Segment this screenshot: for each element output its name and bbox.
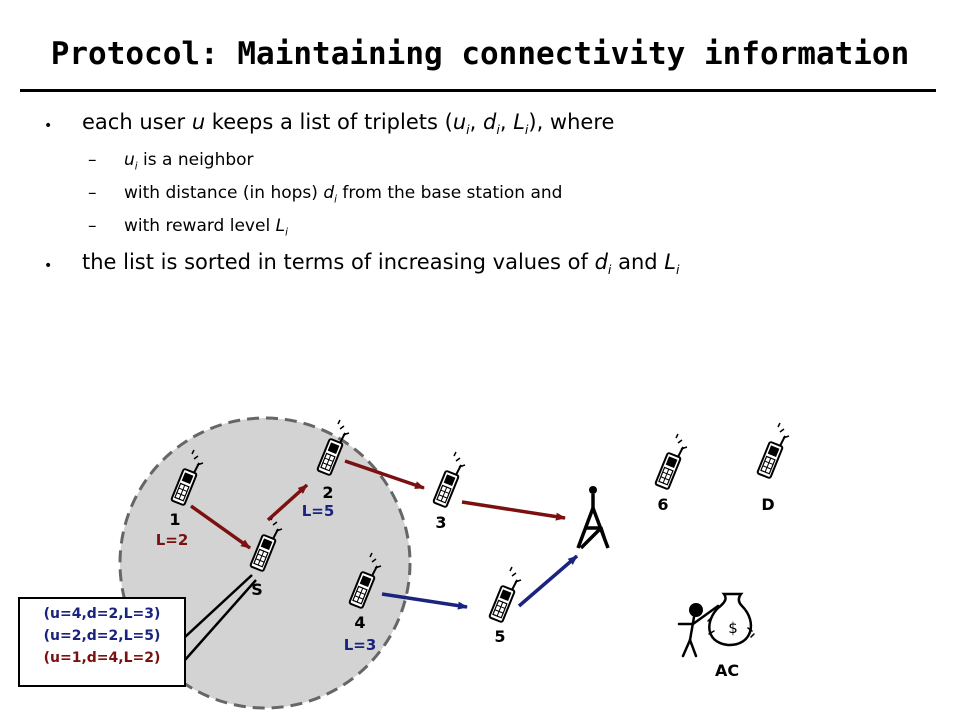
node-4-level-label: L=3: [344, 636, 377, 654]
sub-bullet-reward: with reward level Li: [124, 216, 288, 239]
node-1-label: 1: [169, 510, 180, 529]
phone-node-5: [488, 566, 522, 624]
neighbor-list-row: (u=2,d=2,L=5): [43, 628, 161, 644]
sub-bullet-distance: with distance (in hops) di from the base…: [124, 183, 563, 206]
node-5-label: 5: [494, 627, 505, 646]
bullet-dot: •: [44, 258, 53, 274]
bullet-list: • each user u keeps a list of triplets (…: [0, 0, 960, 300]
bullet-dot: •: [44, 118, 53, 134]
node-4-label: 4: [354, 613, 365, 632]
node-3-label: 3: [435, 513, 446, 532]
node-1-level-label: L=2: [156, 531, 189, 549]
node-2-level-label: L=5: [302, 502, 335, 520]
title-underline: [20, 89, 936, 92]
bag-dollar-label: $: [728, 619, 738, 637]
callout-line-b: [184, 579, 257, 661]
bullet-triplets: each user u keeps a list of triplets (ui…: [82, 110, 615, 138]
sub-bullet-neighbor: ui is a neighbor: [124, 150, 254, 173]
arrow-4-to-5: [381, 592, 468, 610]
arrow-2-to-3: [344, 459, 425, 490]
sub-bullet-dash: –: [88, 183, 97, 203]
node-6-label: 6: [657, 495, 668, 514]
phone-node-D: [756, 422, 790, 480]
sub-bullet-dash: –: [88, 216, 97, 236]
node-2-label: 2: [322, 483, 333, 502]
accounting-center-icon: $: [677, 592, 755, 658]
arrow-1-to-S: [189, 504, 252, 550]
accounting-center-label: AC: [715, 661, 739, 680]
node-D-label: D: [761, 495, 774, 514]
arrow-S-to-2: [266, 483, 309, 522]
bullet-sorted: the list is sorted in terms of increasin…: [82, 250, 680, 278]
phone-node-3: [432, 451, 466, 509]
node-S-label: S: [251, 580, 263, 599]
sub-bullet-dash: –: [88, 150, 97, 170]
neighbor-list-row: (u=1,d=4,L=2): [43, 650, 161, 666]
phone-node-6: [654, 433, 688, 491]
neighbor-list-row: (u=4,d=2,L=3): [43, 606, 161, 622]
arrow-3-to-tower: [461, 500, 566, 521]
callout-line-a: [184, 574, 253, 638]
base-station-tower-icon: [576, 486, 610, 550]
arrow-5-to-tower: [517, 554, 579, 608]
neighbor-list-box: (u=4,d=2,L=3) (u=2,d=2,L=5) (u=1,d=4,L=2…: [18, 597, 186, 687]
slide-title: Protocol: Maintaining connectivity infor…: [50, 36, 910, 72]
